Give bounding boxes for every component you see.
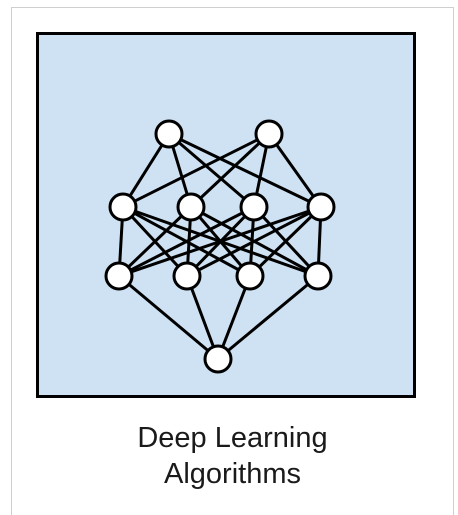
node-layer-2-4	[306, 192, 336, 222]
node-layer-1-2	[254, 119, 284, 149]
edge-1-2-to-2-4	[267, 133, 323, 208]
edge-1-2-to-2-1	[122, 132, 270, 209]
edge-3-2-to-4-1	[185, 275, 220, 360]
edge-2-4-to-3-1	[118, 205, 322, 278]
edge-2-2-to-3-1	[117, 205, 193, 278]
caption-line-2: Algorithms	[164, 458, 301, 490]
node-layer-3-3	[235, 261, 265, 291]
edge-2-4-to-3-3	[248, 205, 323, 278]
edge-2-3-to-3-1	[118, 205, 255, 278]
caption-line-1: Deep Learning	[137, 422, 328, 454]
node-layer-2-1	[108, 192, 138, 222]
edge-3-1-to-4-1	[118, 274, 219, 361]
edge-3-4-to-4-1	[217, 274, 319, 361]
edge-2-4-to-3-2	[186, 205, 322, 278]
node-layer-4-1	[203, 344, 233, 374]
edge-1-1-to-2-4	[168, 132, 322, 209]
node-layer-3-1	[104, 261, 134, 291]
node-layer-2-2	[176, 192, 206, 222]
node-layer-3-2	[172, 261, 202, 291]
diagram-caption: Deep Learning Algorithms	[12, 420, 453, 492]
node-layer-2-3	[239, 192, 269, 222]
edge-1-2-to-2-2	[189, 132, 271, 209]
node-layer-1-1	[154, 119, 184, 149]
edge-1-1-to-2-3	[168, 132, 255, 209]
neural-network-diagram	[36, 32, 416, 398]
edge-3-3-to-4-1	[216, 275, 252, 360]
diagram-card: Deep Learning Algorithms	[11, 7, 454, 515]
network-nodes	[104, 119, 336, 374]
node-layer-3-4	[303, 261, 333, 291]
